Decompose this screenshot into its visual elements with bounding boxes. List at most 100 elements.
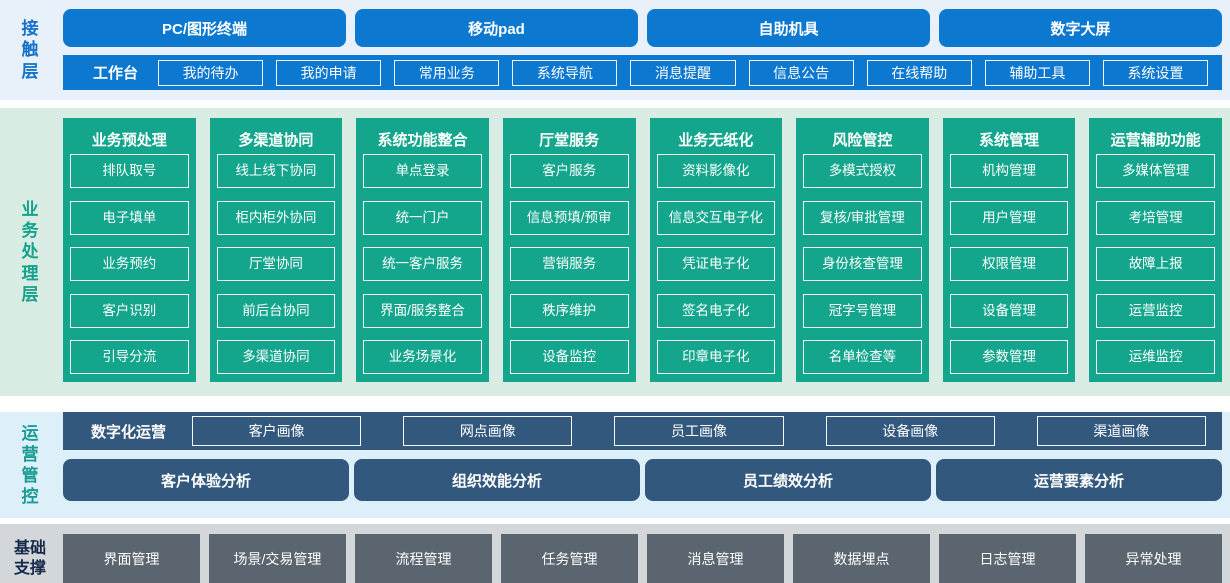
business-item: 业务场景化 [363, 340, 482, 374]
workbench-item: 常用业务 [394, 59, 500, 86]
business-item: 冠字号管理 [803, 293, 922, 328]
operations-layer-band: 运 营 管 控 数字化运营 客户画像 网点画像 员工画像 设备画像 渠道画像 [0, 412, 1230, 518]
foundation-layer-label: 基础 支撑 [13, 539, 46, 577]
workbench-item: 消息提醒 [630, 59, 736, 86]
foundation-item: 场景/交易管理 [209, 534, 346, 583]
band-divider [0, 396, 1230, 402]
business-item: 单点登录 [363, 154, 482, 188]
business-item: 客户识别 [70, 293, 189, 328]
business-column-items: 资料影像化信息交互电子化凭证电子化签名电子化印章电子化 [656, 154, 776, 374]
business-item: 线上线下协同 [216, 154, 336, 188]
business-column-items: 客户服务信息预填/预审营销服务秩序维护设备监控 [509, 154, 629, 374]
portrait-items: 客户画像 网点画像 员工画像 设备画像 渠道画像 [192, 416, 1207, 446]
foundation-items: 界面管理 场景/交易管理 流程管理 任务管理 消息管理 数据埋点 日志管理 异常… [63, 524, 1222, 583]
workbench-item: 系统导航 [512, 59, 618, 86]
terminal-row: PC/图形终端 移动pad 自助机具 数字大屏 [63, 0, 1222, 47]
contact-layer-band: 接 触 层 PC/图形终端 移动pad 自助机具 数字大屏 工作台 我的待办 我… [0, 0, 1230, 100]
business-column: 风险管控 多模式授权复核/审批管理身份核查管理冠字号管理名单检查等 [796, 118, 929, 382]
business-item: 前后台协同 [216, 293, 336, 328]
contact-layer-label: 接 触 层 [21, 19, 39, 81]
business-item: 凭证电子化 [656, 247, 776, 281]
foundation-item: 日志管理 [939, 534, 1076, 583]
business-item: 营销服务 [509, 247, 629, 281]
business-item: 信息预填/预审 [509, 200, 629, 235]
business-item: 考培管理 [1096, 200, 1215, 235]
business-item: 设备管理 [949, 293, 1069, 328]
workbench-item: 辅助工具 [984, 59, 1090, 86]
terminal-button: 移动pad [355, 9, 638, 47]
business-column-items: 排队取号电子填单业务预约客户识别引导分流 [70, 154, 189, 374]
business-column-items: 单点登录统一门户统一客户服务界面/服务整合业务场景化 [363, 154, 482, 374]
business-column-title: 多渠道协同 [238, 131, 314, 149]
portrait-item: 客户画像 [192, 416, 362, 446]
business-column: 业务无纸化 资料影像化信息交互电子化凭证电子化签名电子化印章电子化 [649, 118, 783, 382]
digital-operations-label: 数字化运营 [91, 423, 167, 441]
business-item: 电子填单 [70, 200, 189, 235]
business-column-items: 多模式授权复核/审批管理身份核查管理冠字号管理名单检查等 [803, 154, 922, 374]
business-item: 多媒体管理 [1096, 154, 1215, 188]
business-column: 系统功能整合 单点登录统一门户统一客户服务界面/服务整合业务场景化 [356, 118, 489, 382]
business-column-title: 系统管理 [979, 131, 1040, 149]
foundation-item: 消息管理 [647, 534, 784, 583]
business-item: 参数管理 [949, 340, 1069, 374]
foundation-item: 任务管理 [501, 534, 638, 583]
business-column-items: 线上线下协同柜内柜外协同厅堂协同前后台协同多渠道协同 [216, 154, 336, 374]
business-item: 多渠道协同 [216, 340, 336, 374]
business-item: 引导分流 [70, 340, 189, 374]
business-item: 权限管理 [949, 247, 1069, 281]
business-item: 机构管理 [949, 154, 1069, 188]
business-column-items: 机构管理用户管理权限管理设备管理参数管理 [949, 154, 1069, 374]
business-column-items: 多媒体管理考培管理故障上报运营监控运维监控 [1096, 154, 1215, 374]
business-item: 设备监控 [509, 340, 629, 374]
analysis-button: 客户体验分析 [63, 459, 349, 501]
foundation-item: 流程管理 [355, 534, 492, 583]
business-column: 系统管理 机构管理用户管理权限管理设备管理参数管理 [942, 118, 1076, 382]
business-item: 名单检查等 [803, 340, 922, 374]
analysis-button: 运营要素分析 [936, 459, 1222, 501]
business-item: 统一门户 [363, 200, 482, 235]
business-layer-band: 业 务 处 理 层 业务预处理 排队取号电子填单业务预约客户识别引导分流 多渠道… [0, 108, 1230, 396]
business-item: 签名电子化 [656, 293, 776, 328]
business-item: 统一客户服务 [363, 247, 482, 281]
business-column: 厅堂服务 客户服务信息预填/预审营销服务秩序维护设备监控 [502, 118, 636, 382]
foundation-item: 界面管理 [63, 534, 200, 583]
portrait-item: 员工画像 [614, 416, 784, 446]
foundation-layer-band: 基础 支撑 界面管理 场景/交易管理 流程管理 任务管理 消息管理 数据埋点 日… [0, 524, 1230, 583]
portrait-item: 网点画像 [403, 416, 573, 446]
business-item: 资料影像化 [656, 154, 776, 188]
business-column: 多渠道协同 线上线下协同柜内柜外协同厅堂协同前后台协同多渠道协同 [209, 118, 343, 382]
business-item: 业务预约 [70, 247, 189, 281]
business-item: 厅堂协同 [216, 247, 336, 281]
portrait-item: 渠道画像 [1036, 416, 1207, 446]
business-item: 柜内柜外协同 [216, 200, 336, 235]
workbench-item: 在线帮助 [866, 59, 972, 86]
business-item: 界面/服务整合 [363, 293, 482, 328]
workbench-item: 信息公告 [748, 59, 854, 86]
business-item: 排队取号 [70, 154, 189, 188]
business-item: 秩序维护 [509, 293, 629, 328]
portrait-item: 设备画像 [825, 416, 995, 446]
business-item: 印章电子化 [656, 340, 776, 374]
foundation-item: 数据埋点 [793, 534, 930, 583]
business-column-title: 系统功能整合 [377, 131, 468, 149]
business-column: 业务预处理 排队取号电子填单业务预约客户识别引导分流 [63, 118, 196, 382]
business-item: 多模式授权 [803, 154, 922, 188]
terminal-button: PC/图形终端 [63, 9, 346, 47]
workbench-item: 我的待办 [158, 59, 264, 86]
business-item: 客户服务 [509, 154, 629, 188]
workbench-items: 我的待办 我的申请 常用业务 系统导航 消息提醒 信息公告 在线帮助 辅助工具 … [158, 59, 1208, 86]
band-divider [0, 518, 1230, 524]
foundation-item: 异常处理 [1085, 534, 1222, 583]
business-item: 信息交互电子化 [656, 200, 776, 235]
business-item: 身份核查管理 [803, 247, 922, 281]
workbench-label: 工作台 [93, 65, 139, 82]
analysis-button: 员工绩效分析 [645, 459, 931, 501]
business-item: 复核/审批管理 [803, 200, 922, 235]
business-layer-label: 业 务 处 理 层 [21, 199, 39, 304]
business-item: 用户管理 [949, 200, 1069, 235]
business-column-title: 运营辅助功能 [1110, 131, 1201, 149]
business-item: 运维监控 [1096, 340, 1215, 374]
workbench-item: 系统设置 [1102, 59, 1208, 86]
band-divider [0, 100, 1230, 108]
business-column-title: 业务预处理 [91, 131, 167, 149]
